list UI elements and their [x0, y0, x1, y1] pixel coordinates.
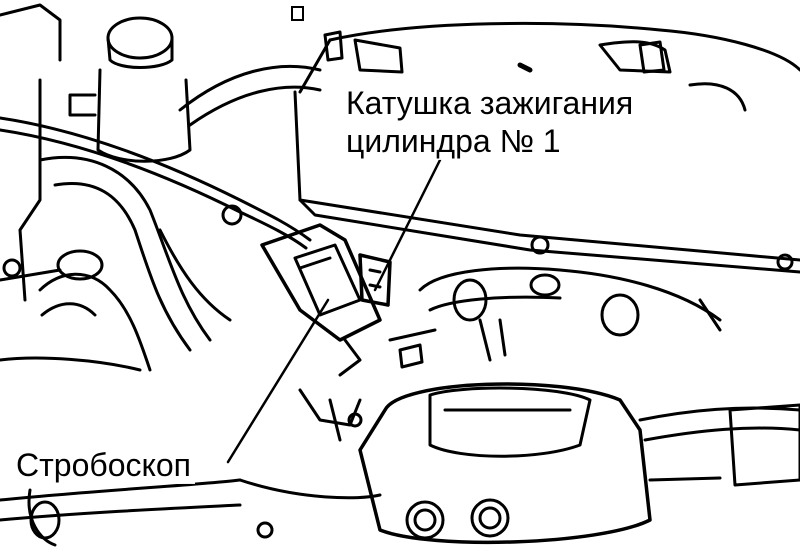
coil-label-line-2: цилиндра № 1 [346, 123, 561, 159]
reservoir-cap [68, 16, 192, 163]
intake-manifold [418, 266, 722, 362]
strobe-callout-label: Стробоскоп [12, 446, 195, 484]
leader-lines [226, 158, 442, 464]
square-marker-icon [291, 6, 304, 21]
ignition-coil-cylinder-1 [358, 253, 392, 307]
coil-leader-line [373, 158, 442, 292]
timing-light [260, 223, 382, 377]
signal-cable [0, 116, 312, 250]
coil-label-line-1: Катушка зажигания [346, 85, 634, 121]
radiator-hoses [38, 64, 322, 372]
hose-clamps [256, 328, 437, 539]
cover-clips [323, 30, 794, 271]
coil-callout-label: Катушка зажигания цилиндра № 1 [342, 84, 638, 160]
engine-block-left [0, 3, 243, 372]
right-pipework [638, 298, 800, 487]
strobe-leader-line [226, 298, 330, 464]
air-duct-housing [358, 382, 652, 545]
